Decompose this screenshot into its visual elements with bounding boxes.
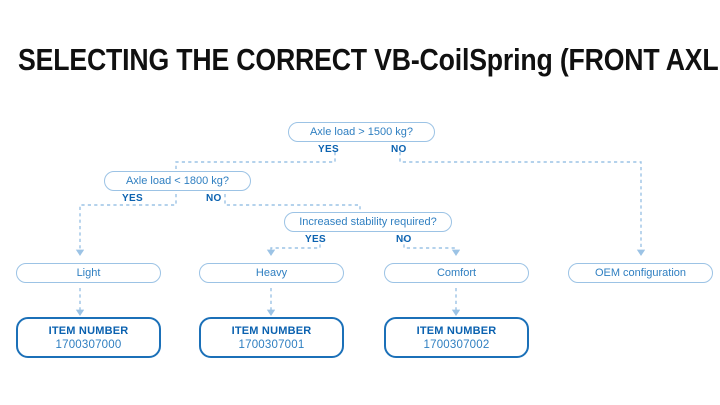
result-node-oem-configuration[interactable]: OEM configuration <box>568 263 713 283</box>
item-number-box-light[interactable]: ITEM NUMBER 1700307000 <box>16 317 161 358</box>
decision-node-axle-load-1800[interactable]: Axle load < 1800 kg? <box>104 171 251 191</box>
item-number-value: 1700307002 <box>423 338 490 351</box>
decision-label: Axle load > 1500 kg? <box>309 126 414 138</box>
wire-q3-no <box>403 238 461 256</box>
result-node-comfort[interactable]: Comfort <box>384 263 529 283</box>
result-label: Comfort <box>436 267 477 279</box>
item-number-title: ITEM NUMBER <box>231 324 312 337</box>
branch-label-q3-yes: YES <box>305 234 326 245</box>
result-node-heavy[interactable]: Heavy <box>199 263 344 283</box>
result-label: Heavy <box>255 267 288 279</box>
branch-label-q2-no: NO <box>206 193 222 204</box>
wire-q1-no <box>399 152 646 256</box>
item-number-box-heavy[interactable]: ITEM NUMBER 1700307001 <box>199 317 344 358</box>
item-number-title: ITEM NUMBER <box>416 324 497 337</box>
wire-q1-yes <box>175 152 336 171</box>
page-title: SELECTING THE CORRECT VB-CoilSpring (FRO… <box>18 42 720 77</box>
decision-label: Increased stability required? <box>299 216 437 228</box>
wire-q2-yes <box>75 194 177 256</box>
decision-node-increased-stability[interactable]: Increased stability required? <box>284 212 452 232</box>
item-number-box-comfort[interactable]: ITEM NUMBER 1700307002 <box>384 317 529 358</box>
wire-q2-no <box>224 194 361 213</box>
branch-label-q2-yes: YES <box>122 193 143 204</box>
item-number-value: 1700307000 <box>55 338 122 351</box>
item-number-value: 1700307001 <box>238 338 305 351</box>
result-label: Light <box>76 267 101 279</box>
branch-label-q1-no: NO <box>391 144 407 155</box>
branch-label-q1-yes: YES <box>318 144 339 155</box>
branch-label-q3-no: NO <box>396 234 412 245</box>
item-number-title: ITEM NUMBER <box>48 324 129 337</box>
result-label: OEM configuration <box>594 267 687 279</box>
result-node-light[interactable]: Light <box>16 263 161 283</box>
decision-node-axle-load-1500[interactable]: Axle load > 1500 kg? <box>288 122 435 142</box>
wire-q3-yes <box>266 238 321 256</box>
decision-label: Axle load < 1800 kg? <box>125 175 230 187</box>
